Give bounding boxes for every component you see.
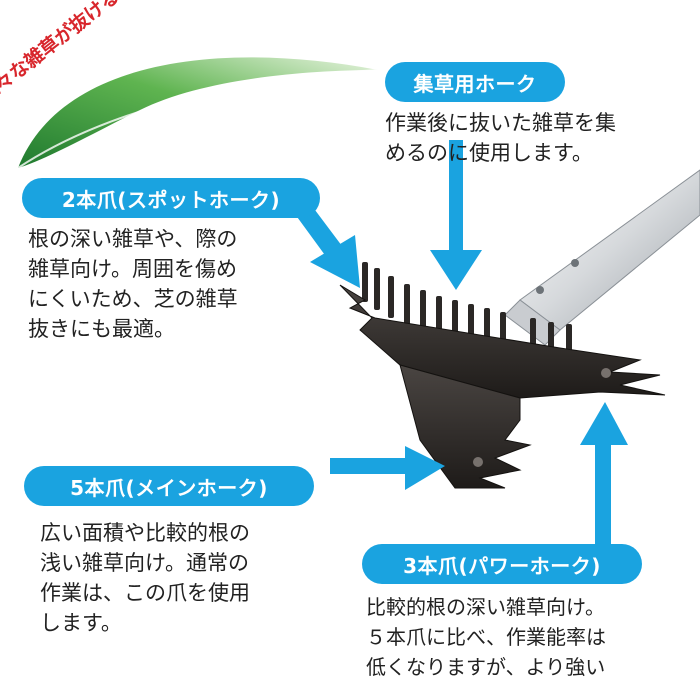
desc-line: 低くなりますが、より強い [366, 655, 606, 679]
desc-line: 広い面積や比較的根の [40, 521, 250, 545]
desc-collect-rake: 作業後に抜いた雑草を集 めるのに使用します。 [385, 108, 616, 168]
desc-line: 根の深い雑草や、際の [28, 227, 238, 251]
desc-line: 作業は、この爪を使用 [40, 581, 250, 605]
desc-line: 浅い雑草向け。通常の [40, 551, 249, 575]
desc-line: めるのに使用します。 [385, 141, 593, 165]
label-three-prong: 3本爪(パワーホーク) [362, 544, 642, 584]
leaf-graphic [17, 57, 379, 169]
desc-three-prong: 比較的根の深い雑草向け。 ５本爪に比べ、作業能率は 低くなりますが、より強い [366, 592, 606, 682]
arrow-three-prong [580, 402, 628, 550]
desc-two-prong: 根の深い雑草や、際の 雑草向け。周囲を傷め にくいため、芝の雑草 抜きにも最適。 [28, 224, 238, 344]
desc-line: します。 [40, 611, 122, 635]
desc-line: 作業後に抜いた雑草を集 [385, 111, 616, 135]
arrow-five-prong [330, 446, 445, 490]
desc-line: ５本爪に比べ、作業能率は [366, 625, 606, 649]
label-five-prong: 5本爪(メインホーク) [24, 466, 314, 506]
label-collect-rake: 集草用ホーク [385, 62, 565, 102]
desc-line: 比較的根の深い雑草向け。 [366, 595, 605, 619]
desc-line: 抜きにも最適。 [28, 317, 175, 341]
arrow-collect-rake [430, 140, 482, 290]
desc-five-prong: 広い面積や比較的根の 浅い雑草向け。通常の 作業は、この爪を使用 します。 [40, 518, 250, 638]
desc-line: にくいため、芝の雑草 [28, 287, 238, 311]
desc-line: 雑草向け。周囲を傷め [28, 257, 237, 281]
label-two-prong: 2本爪(スポットホーク) [22, 178, 320, 218]
rake-head [339, 262, 666, 489]
